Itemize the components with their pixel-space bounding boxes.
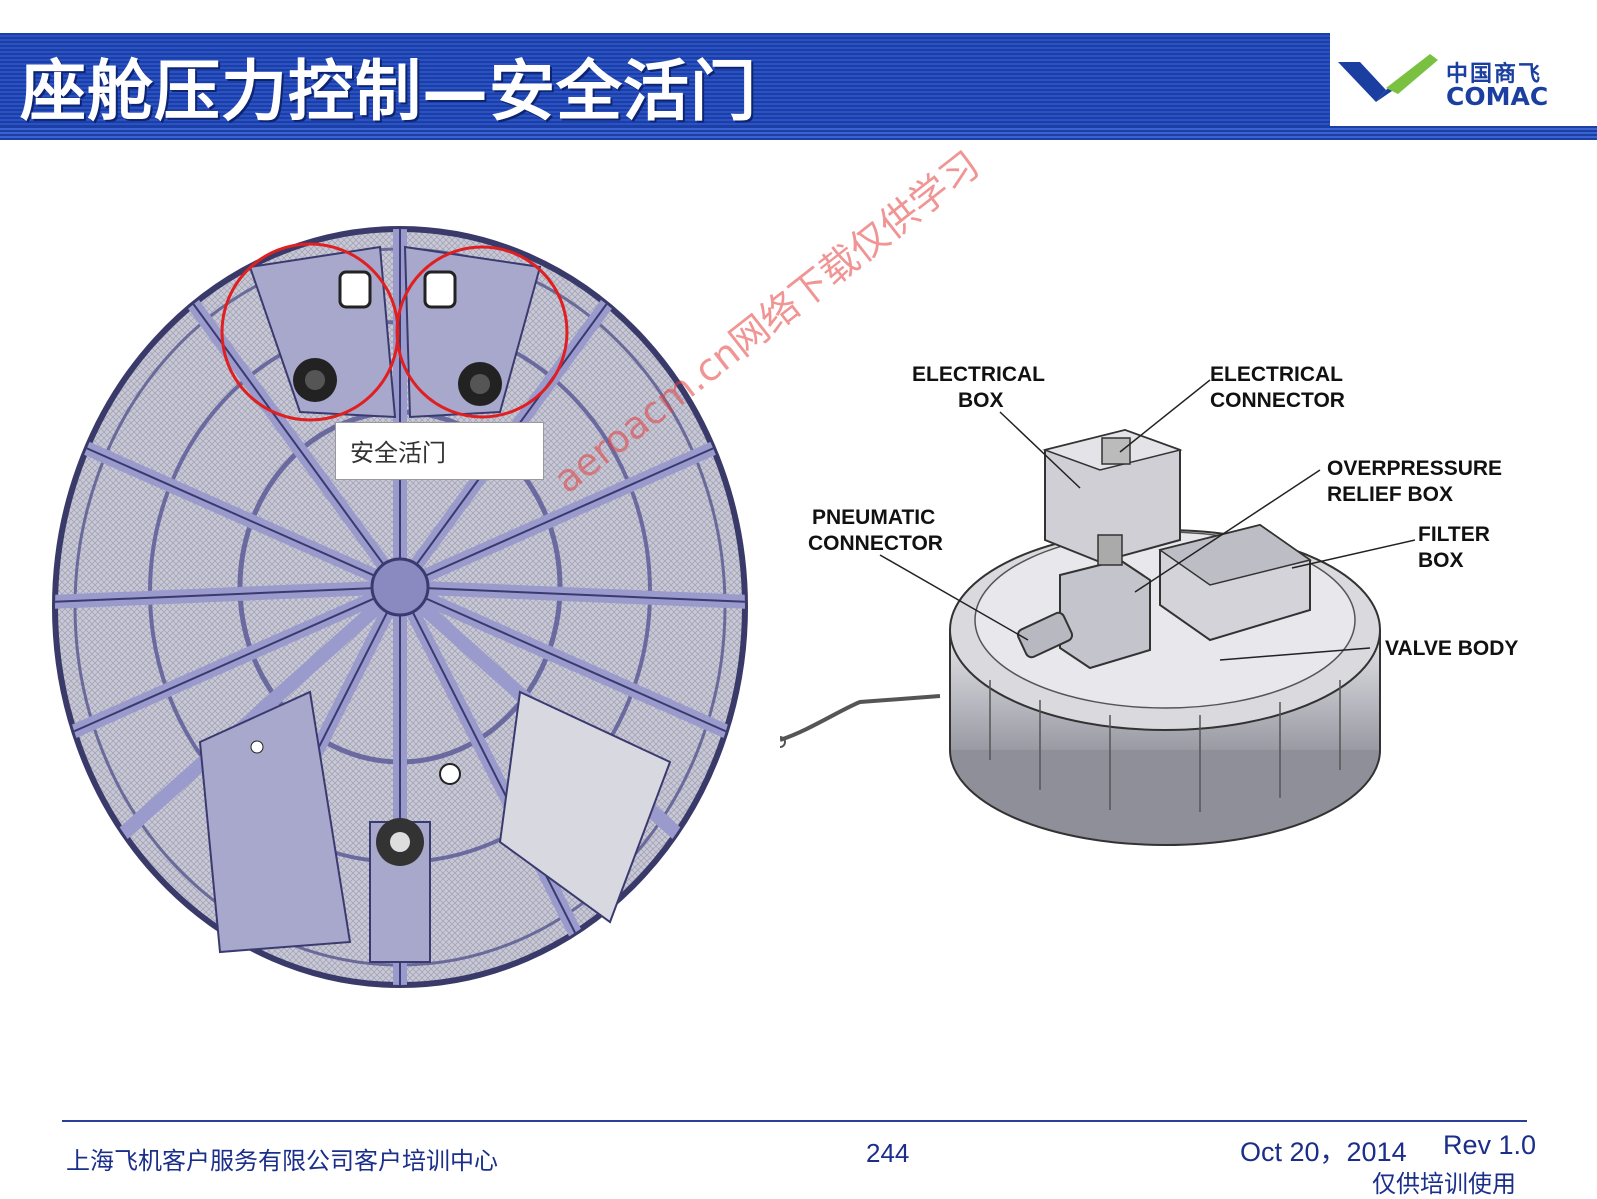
callout-electrical-box: ELECTRICAL BOX [912,362,1045,414]
highlight-circle-right [395,245,569,419]
footer-revision: Rev 1.0 [1443,1130,1537,1160]
callout-filter-box: FILTER BOX [1418,522,1490,574]
callout-pneumatic-line1: PNEUMATIC [812,506,936,529]
footer-organization: 上海飞机客户服务有限公司客户培训中心 [66,1147,498,1175]
callout-electrical-connector-line1: ELECTRICAL [1210,363,1343,386]
comac-logo-mark-icon [1338,54,1438,102]
callout-filter-line1: FILTER [1418,523,1490,546]
footer-divider [62,1120,1527,1122]
callout-electrical-box-line2: BOX [958,389,1004,412]
callout-overpressure-line2: RELIEF BOX [1327,483,1454,506]
footer-date: Oct 20，2014 [1240,1137,1407,1167]
callout-electrical-box-line1: ELECTRICAL [912,363,1045,386]
callout-pneumatic-line2: CONNECTOR [808,532,943,555]
callout-valve-body: VALVE BODY [1385,637,1519,660]
bulkhead-diagram [50,222,770,992]
callout-electrical-connector-line2: CONNECTOR [1210,389,1345,412]
callout-overpressure-relief-box: OVERPRESSURE RELIEF BOX [1327,456,1502,508]
comac-logo: 中国商飞 COMAC [1338,50,1588,120]
safety-valve-diagram [774,330,1580,890]
header-underline [0,126,1597,140]
callout-pneumatic-connector: PNEUMATIC CONNECTOR [808,505,943,557]
callout-filter-line2: BOX [1418,549,1464,572]
page-number: 244 [866,1138,910,1168]
header-band [0,33,1330,126]
footer-usage-note: 仅供培训使用 [1372,1170,1516,1198]
safety-valve-label: 安全活门 [350,439,446,467]
logo-english-text: COMAC [1446,82,1549,111]
callout-electrical-connector: ELECTRICAL CONNECTOR [1210,362,1345,414]
callout-overpressure-line1: OVERPRESSURE [1327,457,1503,480]
logo-chinese-text: 中国商飞 [1446,62,1543,87]
safety-valve-label-box: 安全活门 [335,422,544,480]
page-title: 座舱压力控制—安全活门 [20,53,757,130]
